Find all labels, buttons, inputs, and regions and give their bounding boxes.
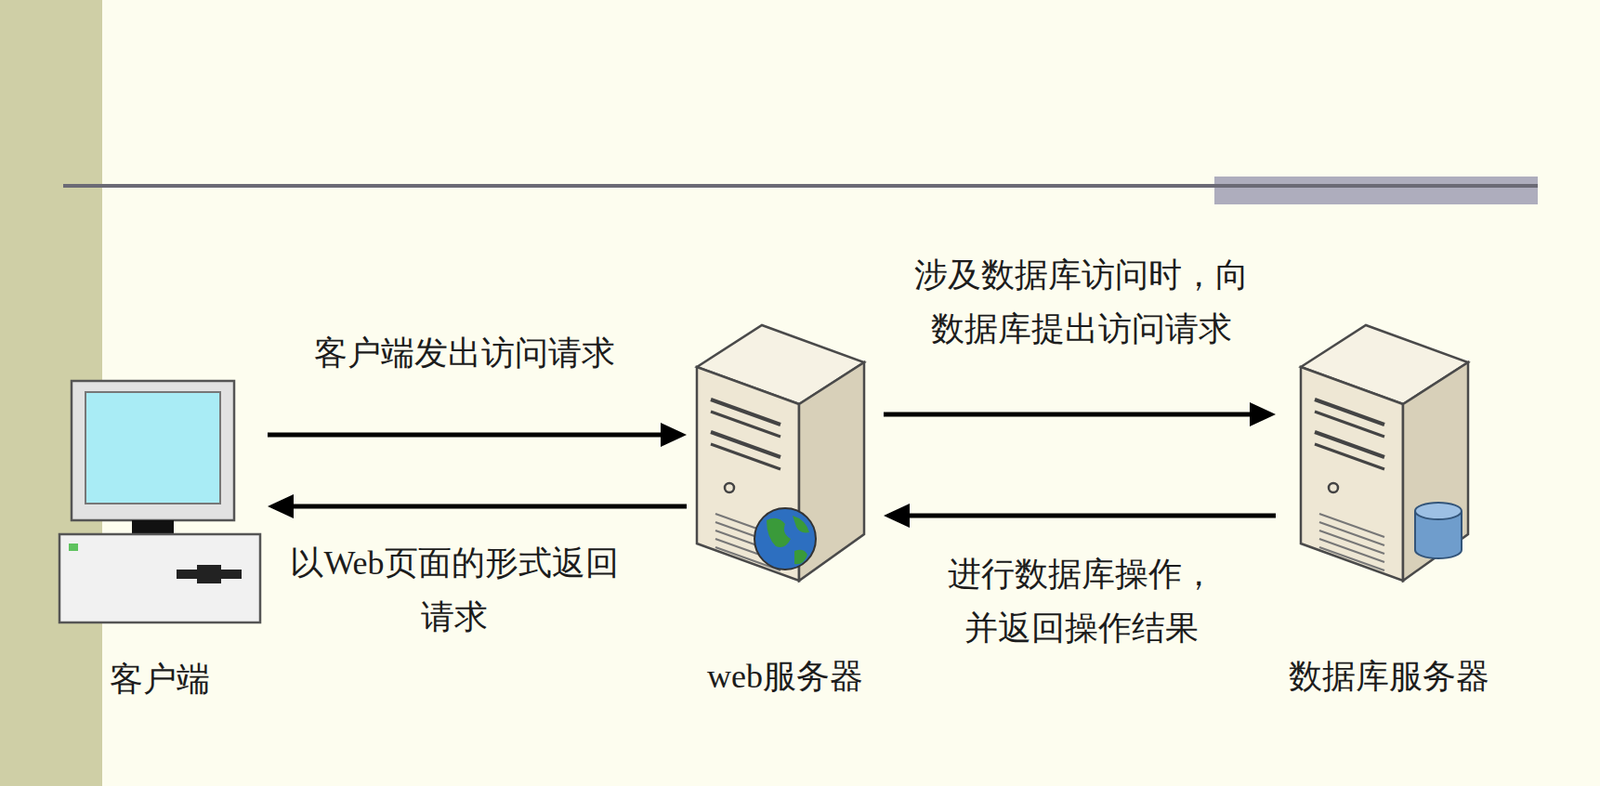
edge-label: 客户端发出访问请求	[269, 327, 660, 381]
request-arrow	[883, 402, 1276, 427]
arrow-head	[1249, 402, 1276, 427]
arrow-head	[883, 503, 910, 528]
edge-label: 进行数据库操作，并返回操作结果	[942, 548, 1221, 656]
request-arrow	[883, 503, 1276, 528]
client-computer-icon	[57, 379, 263, 627]
arrow-shaft	[907, 513, 1276, 519]
header-rule-accent	[1214, 183, 1538, 188]
node-label: 客户端	[57, 657, 263, 702]
database-server-icon	[1296, 301, 1482, 586]
edge-label: 涉及数据库访问时，向数据库提出访问请求	[908, 249, 1255, 356]
web-server-icon	[692, 301, 879, 586]
client-computer: 客户端	[57, 379, 263, 702]
header-rule	[63, 183, 1538, 188]
header-bar	[1214, 176, 1538, 205]
database-server: 数据库服务器	[1281, 301, 1497, 699]
request-arrow	[267, 494, 687, 519]
arrow-head	[660, 422, 687, 447]
arrow-shaft	[291, 504, 687, 510]
request-arrow	[267, 422, 687, 447]
arrow-shaft	[267, 432, 663, 438]
web-server: web服务器	[692, 301, 879, 699]
node-label: 数据库服务器	[1281, 655, 1497, 699]
node-label: web服务器	[692, 655, 879, 699]
edge-label: 以Web页面的形式返回请求	[286, 537, 623, 644]
arrow-head	[267, 494, 294, 519]
arrow-shaft	[883, 412, 1252, 418]
